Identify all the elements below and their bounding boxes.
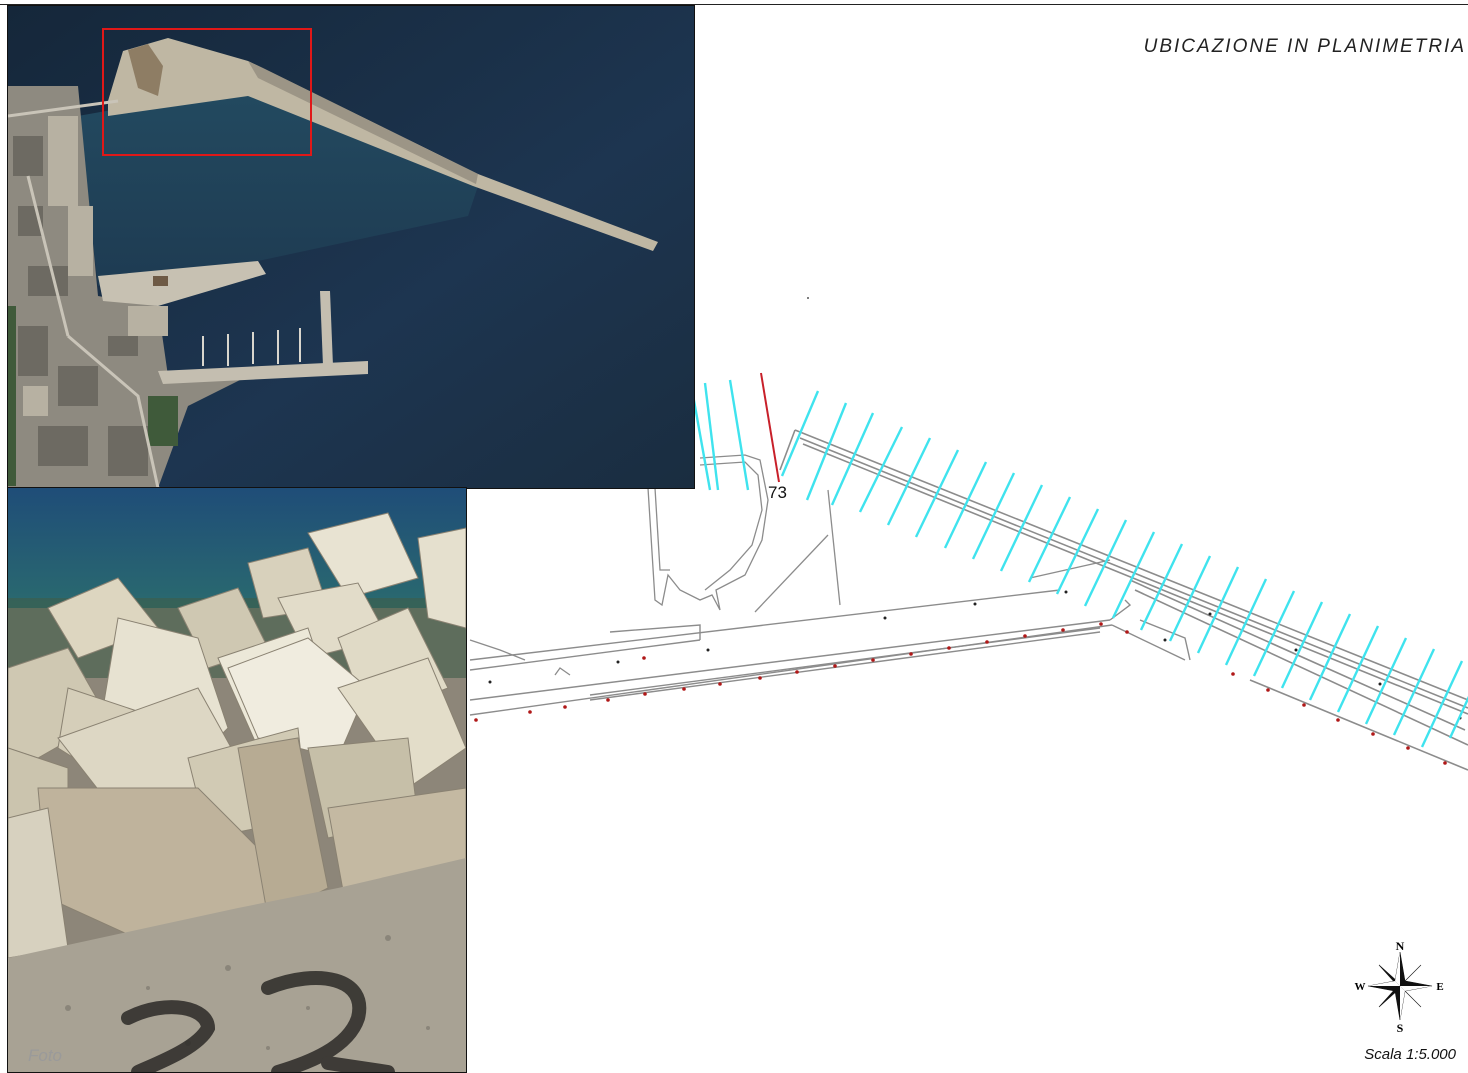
compass-east-label: E xyxy=(1436,981,1443,993)
highlighted-section-73-line xyxy=(760,372,780,483)
section-number-label: 73 xyxy=(768,483,787,502)
bollard-points-black xyxy=(488,297,1462,720)
inner-basin-outline xyxy=(469,454,841,676)
bollard-points-red xyxy=(474,622,1447,765)
aerial-photo-image xyxy=(8,6,694,488)
quay-lines xyxy=(469,559,1191,716)
cross-section-transects xyxy=(691,379,1468,748)
drawing-title: UBICAZIONE IN PLANIMETRIA xyxy=(1143,36,1466,57)
compass-west-label: W xyxy=(1355,981,1366,993)
photo-label: Foto xyxy=(28,1046,63,1065)
aerial-photo xyxy=(7,5,695,489)
compass-north-label: N xyxy=(1396,939,1405,953)
compass-rose-icon: N S E W xyxy=(1355,939,1444,1034)
highlight-box xyxy=(102,28,312,156)
compass-south-label: S xyxy=(1397,1021,1404,1034)
scale-label: Scala 1:5.000 xyxy=(1364,1046,1456,1063)
page-top-border xyxy=(0,4,1468,5)
armour-blocks-photo xyxy=(8,488,466,1072)
breakwater-outline xyxy=(779,429,1468,771)
site-photo: Foto xyxy=(7,487,467,1073)
